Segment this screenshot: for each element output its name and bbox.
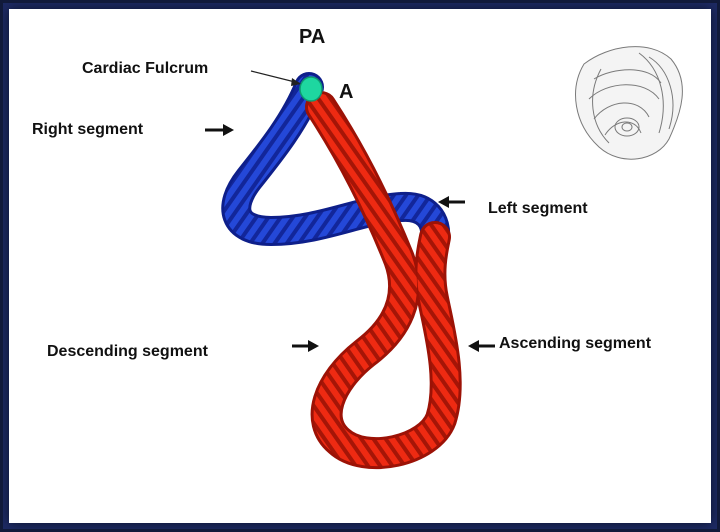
- cardiac-fulcrum-label: Cardiac Fulcrum: [82, 60, 209, 77]
- left-segment-arrow: [438, 196, 465, 208]
- ascending-segment-arrow: [468, 340, 495, 352]
- blue-band-texture: [224, 75, 448, 251]
- left-segment-label: Left segment: [488, 200, 588, 217]
- descending-segment-label: Descending segment: [47, 343, 208, 360]
- helical-band-diagram: [205, 46, 683, 470]
- diagram-canvas: PA A Cardiac Fulcrum Right segment Left …: [9, 9, 711, 523]
- cardiac-fulcrum-leader-arrowhead: [291, 78, 301, 86]
- right-segment-arrow: [205, 124, 234, 136]
- a-label: A: [339, 81, 354, 103]
- pa-label: PA: [299, 26, 326, 48]
- heart-sketch-illustration: [575, 46, 683, 160]
- descending-segment-arrow: [292, 340, 319, 352]
- red-band-texture: [308, 94, 459, 467]
- ascending-segment-label: Ascending segment: [499, 335, 652, 352]
- right-segment-label: Right segment: [32, 121, 144, 138]
- cardiac-fulcrum-marker: [299, 76, 323, 102]
- cardiac-fulcrum-leader: [250, 70, 300, 84]
